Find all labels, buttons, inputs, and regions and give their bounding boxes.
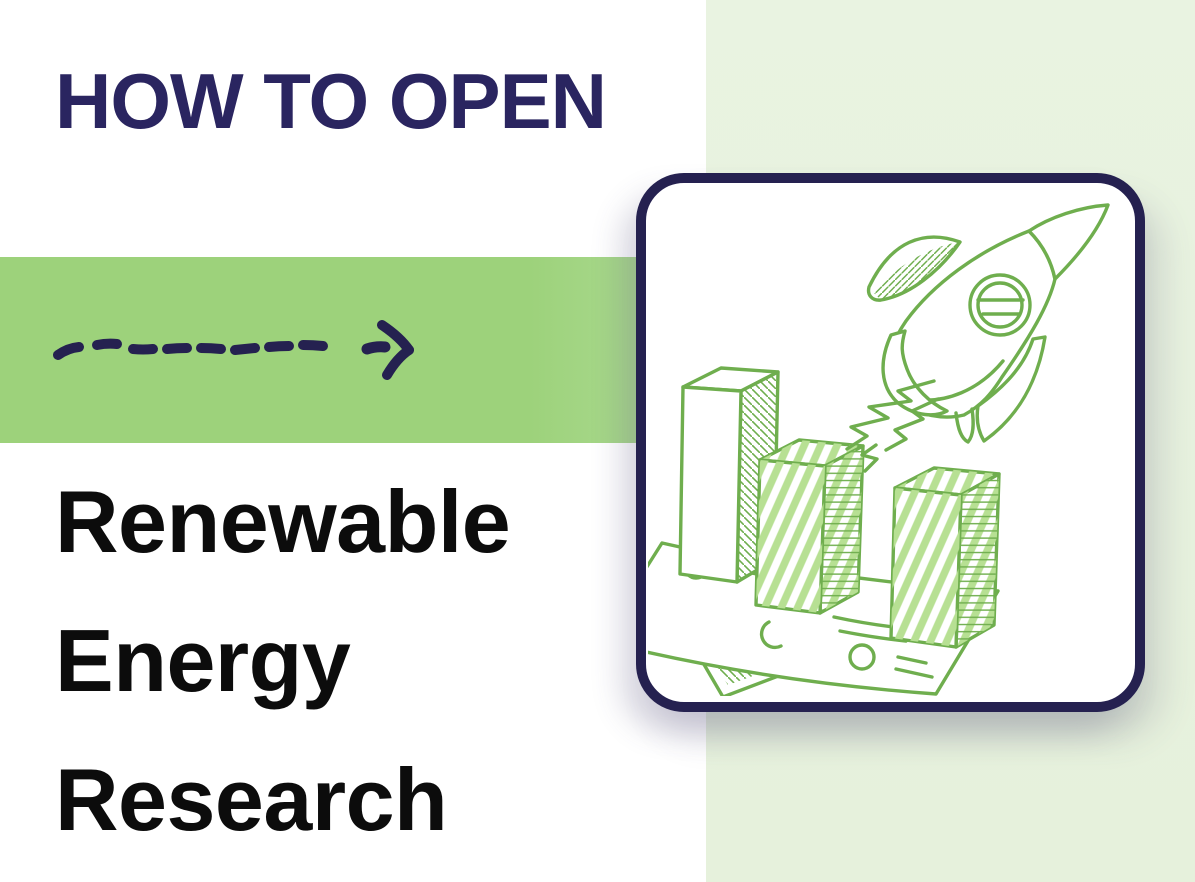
illustration-card: [636, 173, 1145, 712]
title-line-1: Renewable: [55, 472, 511, 571]
dashed-arrow-svg: [53, 320, 414, 380]
title-line-3: Research: [55, 750, 448, 849]
eyebrow-heading: HOW TO OPEN: [55, 57, 607, 145]
green-band: [0, 257, 662, 443]
rocket-growth-illustration: [648, 203, 1110, 696]
dashed-arrow-right-icon: [52, 312, 420, 384]
title-line-2: Energy: [55, 611, 351, 710]
bar-chart-icon: [678, 366, 1001, 649]
page-title: Renewable Energy Research: [55, 452, 511, 869]
rocket-icon: [845, 203, 1110, 473]
